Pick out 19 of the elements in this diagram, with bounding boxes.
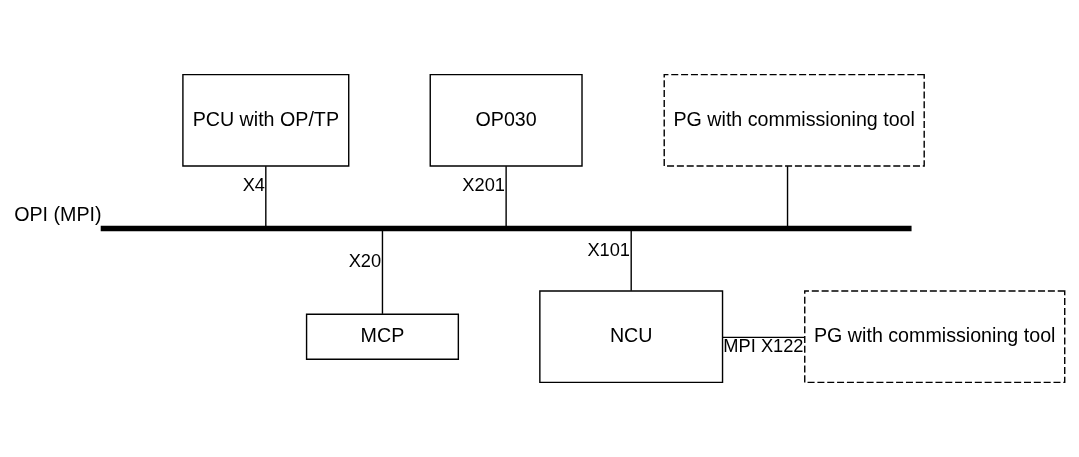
node-box: OP030: [429, 73, 583, 167]
node-box: PCU with OP/TP: [182, 73, 350, 167]
node-box: PG with commissioning tool: [804, 290, 1066, 384]
node-label: OPI (MPI): [14, 203, 102, 226]
edge-label: X4: [242, 174, 266, 196]
connector: [381, 230, 384, 315]
connector: [786, 165, 789, 227]
node-bar: [100, 225, 912, 232]
edge-label: X20: [348, 250, 382, 272]
edge-label: MPI X122: [723, 335, 804, 357]
edge-label: X201: [462, 174, 505, 196]
connector: [630, 230, 632, 292]
connector: [265, 165, 267, 227]
edge-label: X101: [587, 238, 631, 260]
node-box: PG with commissioning tool: [663, 73, 925, 167]
connector: [721, 336, 805, 339]
node-box: NCU: [539, 290, 724, 384]
node-box: MCP: [305, 313, 460, 360]
connector: [505, 165, 507, 227]
